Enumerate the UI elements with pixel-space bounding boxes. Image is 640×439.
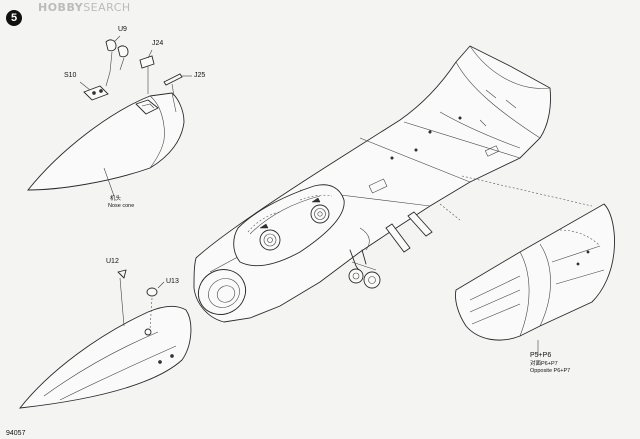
watermark: HOBBYSEARCH: [38, 1, 131, 14]
aft-section-p5-p6: [455, 203, 615, 356]
nose-cone-upper: [27, 92, 185, 191]
step-number-badge: 5: [6, 10, 22, 26]
callout-s10: S10: [64, 72, 77, 79]
callout-opposite-p6-p7: Opposite P6+P7: [530, 368, 571, 374]
canopy-lower: [18, 269, 192, 409]
watermark-bold: HOBBY: [38, 1, 84, 14]
callout-j25: J25: [194, 72, 206, 79]
part-s10: [79, 81, 109, 101]
callout-u9: U9: [118, 26, 127, 33]
nose-cone-leader: [103, 167, 115, 197]
callout-cjk-p6-p7: 对面P6+P7: [530, 361, 558, 367]
footer-code: 94057: [6, 430, 26, 437]
callout-u13: U13: [166, 278, 179, 285]
part-j25: [163, 73, 192, 97]
landing-gear: [348, 249, 381, 289]
part-u9: [105, 35, 129, 87]
watermark-thin: SEARCH: [83, 1, 131, 14]
callout-j24: J24: [152, 40, 164, 47]
callout-note-cjk: 机头: [110, 196, 122, 202]
callout-nose-cone: Nose cone: [108, 203, 135, 209]
part-j24: [139, 49, 155, 94]
callout-p5-p6: P5+P6: [530, 352, 552, 359]
callout-u12: U12: [106, 258, 119, 265]
fuselage: [193, 45, 593, 323]
